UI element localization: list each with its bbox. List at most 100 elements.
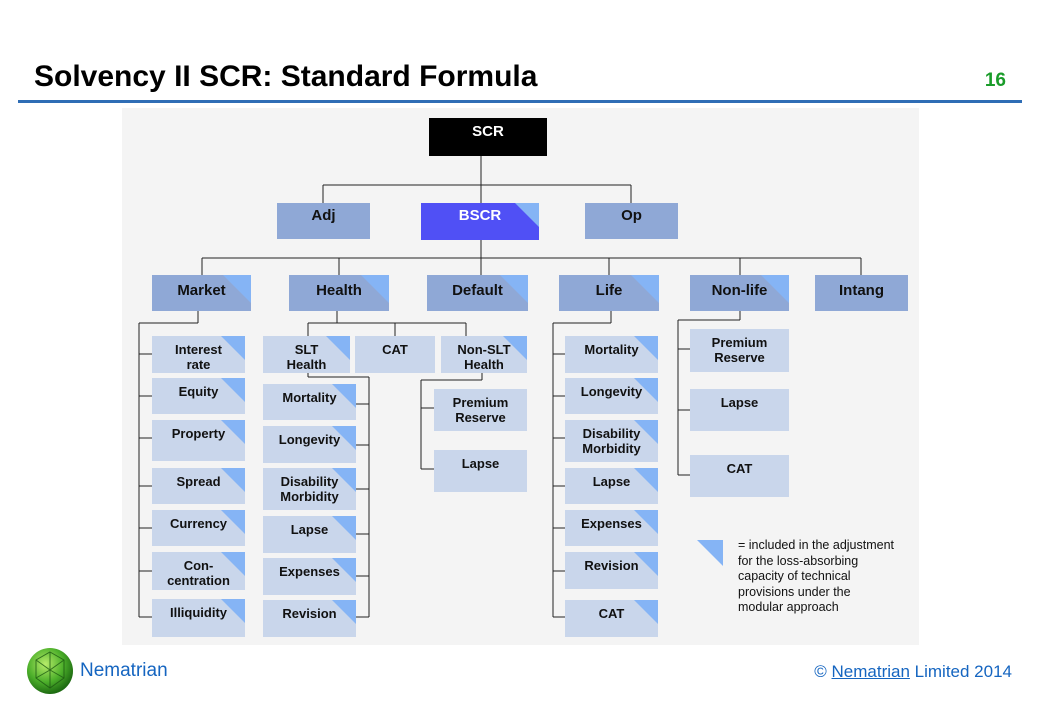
life-mortality: Mortality: [565, 336, 658, 373]
life-longevity: Longevity: [565, 378, 658, 414]
submodule-label: Expenses: [279, 564, 340, 579]
lac-marker: [634, 510, 658, 534]
lac-marker: [332, 558, 356, 582]
module-intang-label: Intang: [839, 282, 884, 299]
lac-marker: [221, 336, 245, 360]
module-nonlife-label: Non-life: [711, 282, 768, 299]
market-concentration: Con- centration: [152, 552, 245, 590]
page-title: Solvency II SCR: Standard Formula: [34, 60, 538, 93]
lac-marker: [634, 600, 658, 624]
submodule-label: Revision: [282, 606, 337, 621]
diagram-canvas: [122, 108, 919, 645]
slt-disability-morbidity: Disability Morbidity: [263, 468, 356, 510]
submodule-label: Property: [171, 426, 226, 441]
submodule-label: Con- centration: [167, 558, 230, 588]
nonlife-cat: CAT: [690, 455, 789, 497]
copyright-symbol: ©: [814, 662, 827, 681]
submodule-label: SLT Health: [286, 342, 327, 372]
module-health: Health: [289, 275, 389, 311]
lac-marker: [332, 516, 356, 540]
submodule-label: Mortality: [584, 342, 639, 357]
submodule-label: Longevity: [580, 384, 643, 399]
submodule-label: Longevity: [278, 432, 341, 447]
adj-label: Adj: [311, 207, 336, 224]
lac-marker: [221, 552, 245, 576]
lac-marker: [326, 336, 350, 360]
lac-marker: [631, 275, 659, 303]
scr-label: SCR: [472, 123, 504, 140]
submodule-label: Premium Reserve: [452, 395, 509, 425]
lac-marker: [634, 552, 658, 576]
submodule-label: CAT: [598, 606, 625, 621]
submodule-label: Spread: [176, 474, 221, 489]
lac-marker: [221, 599, 245, 623]
life-revision: Revision: [565, 552, 658, 589]
nonlife-premium-reserve: Premium Reserve: [690, 329, 789, 372]
lac-marker: [634, 378, 658, 402]
nematrian-link[interactable]: Nematrian: [831, 662, 910, 681]
submodule-label: Currency: [169, 516, 228, 531]
lac-marker: [223, 275, 251, 303]
nonlife-lapse: Lapse: [690, 389, 789, 431]
footer-copyright: © Nematrian Limited 2014: [814, 662, 1012, 682]
module-nonlife: Non-life: [690, 275, 789, 311]
slt-lapse: Lapse: [263, 516, 356, 553]
module-market: Market: [152, 275, 251, 311]
lac-marker: [503, 336, 527, 360]
module-health-label: Health: [316, 282, 362, 299]
module-default-label: Default: [452, 282, 503, 299]
market-spread: Spread: [152, 468, 245, 504]
market-illiquidity: Illiquidity: [152, 599, 245, 637]
health-cat: CAT: [355, 336, 435, 373]
bscr-box: BSCR: [421, 203, 539, 240]
submodule-label: Disability Morbidity: [582, 426, 641, 456]
lac-marker: [221, 378, 245, 402]
lac-marker: [500, 275, 528, 303]
lac-marker: [221, 510, 245, 534]
submodule-label: CAT: [382, 342, 408, 357]
submodule-label: Lapse: [290, 522, 329, 537]
module-life-label: Life: [595, 282, 623, 299]
footer-brand: Nematrian: [80, 660, 168, 681]
lac-marker: [761, 275, 789, 303]
lac-marker: [221, 420, 245, 444]
submodule-label: Illiquidity: [169, 605, 228, 620]
lac-marker: [332, 600, 356, 624]
market-equity: Equity: [152, 378, 245, 414]
lac-marker: [332, 384, 356, 408]
lac-marker: [634, 336, 658, 360]
nonslt-lapse: Lapse: [434, 450, 527, 492]
nonslt-premium-reserve: Premium Reserve: [434, 389, 527, 431]
adj-box: Adj: [277, 203, 370, 239]
op-box: Op: [585, 203, 678, 239]
slt-revision: Revision: [263, 600, 356, 637]
submodule-label: Lapse: [592, 474, 631, 489]
lac-marker: [515, 203, 539, 227]
module-intang: Intang: [815, 275, 908, 311]
lac-marker: [332, 426, 356, 450]
module-life: Life: [559, 275, 659, 311]
lac-marker: [221, 468, 245, 492]
health-slt: SLT Health: [263, 336, 350, 373]
health-non-slt: Non-SLT Health: [441, 336, 527, 373]
legend-text: = included in the adjustment for the los…: [738, 538, 895, 614]
submodule-label: Lapse: [461, 456, 500, 471]
slt-longevity: Longevity: [263, 426, 356, 463]
legend-marker: [697, 540, 723, 566]
slt-expenses: Expenses: [263, 558, 356, 595]
lac-marker: [361, 275, 389, 303]
life-cat: CAT: [565, 600, 658, 637]
life-disability-morbidity: Disability Morbidity: [565, 420, 658, 462]
op-label: Op: [621, 207, 642, 224]
page-number: 16: [984, 70, 1006, 91]
submodule-label: Mortality: [282, 390, 337, 405]
module-default: Default: [427, 275, 528, 311]
copyright-text: Limited 2014: [914, 662, 1012, 681]
title-divider: [18, 100, 1022, 103]
slt-mortality: Mortality: [263, 384, 356, 420]
submodule-label: Equity: [178, 384, 219, 399]
nematrian-logo-icon: [27, 648, 73, 694]
lac-marker: [332, 468, 356, 492]
scr-box: SCR: [429, 118, 547, 156]
